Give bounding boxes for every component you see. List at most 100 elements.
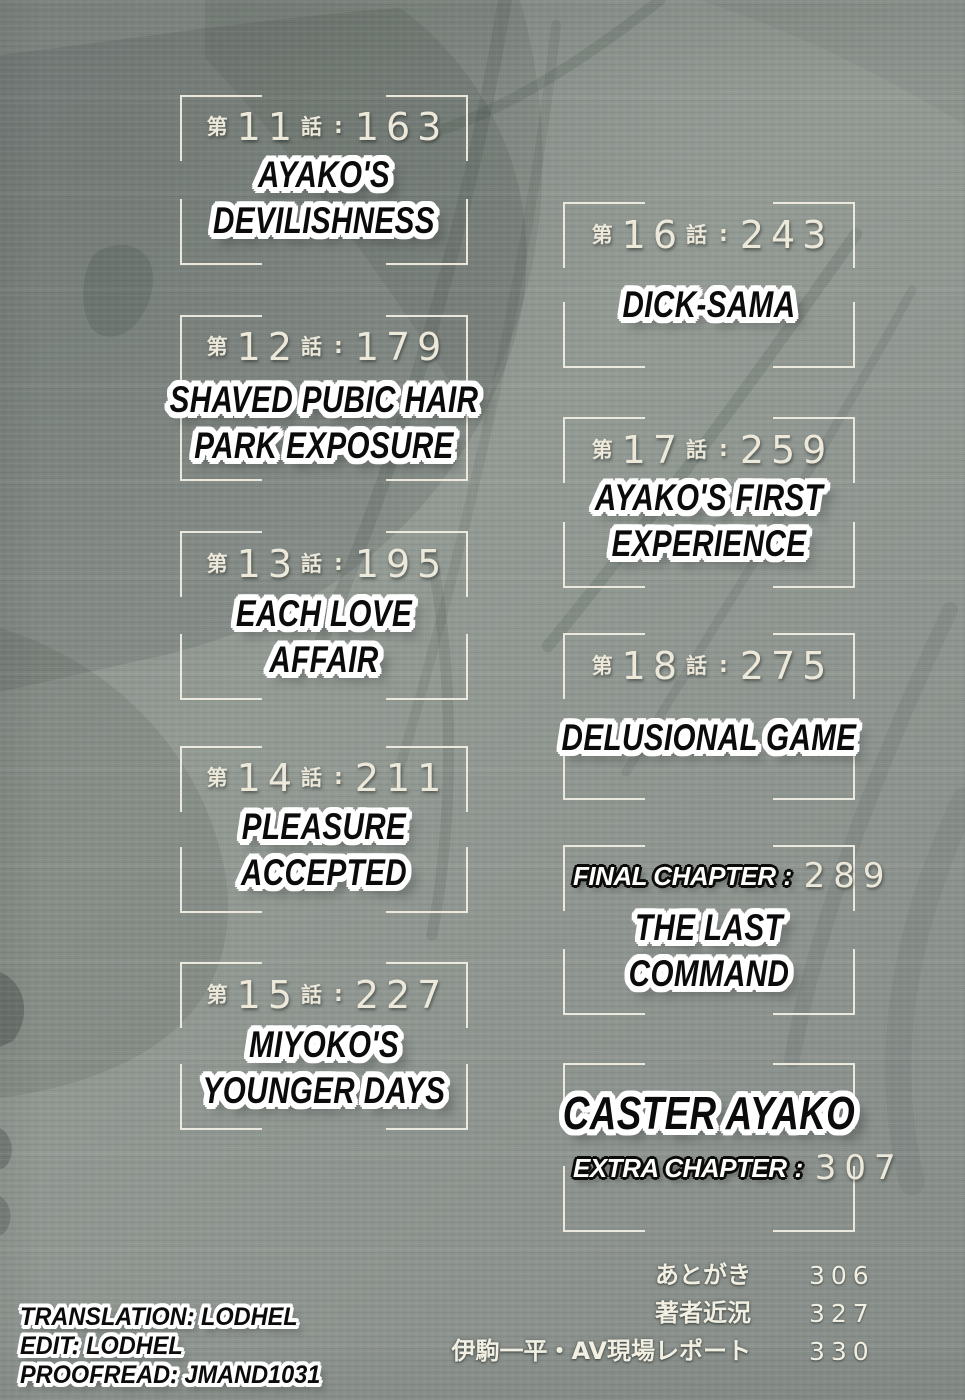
frame-corner-bottom-left bbox=[563, 1166, 645, 1232]
frame-corner-top-right bbox=[386, 746, 468, 812]
frame-corner-bottom-right bbox=[773, 734, 855, 800]
frame-corner-bottom-right bbox=[773, 302, 855, 368]
frame-corner-top-right bbox=[386, 315, 468, 381]
frame-corner-bottom-right bbox=[386, 634, 468, 700]
chapter-suffix-kanji: 話 bbox=[686, 222, 707, 247]
frame-corner-bottom-right bbox=[773, 949, 855, 1015]
frame-corner-bottom-left bbox=[180, 415, 262, 481]
chapter-suffix-kanji: 話 bbox=[301, 982, 322, 1007]
chapter-title-line: DELUSIONAL GAME bbox=[561, 717, 857, 758]
chapter-label-line: EXTRA CHAPTER : 307 bbox=[563, 1151, 896, 1185]
frame-corner-top-left bbox=[563, 417, 645, 483]
chapter-title-line: EXPERIENCE bbox=[611, 522, 807, 564]
chapter-page-number: 289 bbox=[803, 856, 893, 896]
frame-corner-top-right bbox=[773, 845, 855, 911]
chapter-title-line: EACH LOVE bbox=[235, 593, 413, 634]
colon-separator: : bbox=[719, 222, 728, 247]
frame-corner-bottom-left bbox=[563, 734, 645, 800]
frame-corner-bottom-right bbox=[773, 1166, 855, 1232]
frame-corner-top-left bbox=[563, 633, 645, 699]
chapter-number-line: 第 12 話 : 179 bbox=[180, 328, 468, 366]
chapter-title-line: SHAVED PUBIC HAIR bbox=[169, 379, 479, 420]
frame-corner-top-left bbox=[563, 202, 645, 268]
frame-corner-top-left bbox=[563, 1063, 645, 1129]
frame-corner-bottom-right bbox=[386, 415, 468, 481]
chapter-suffix-kanji: 話 bbox=[686, 653, 707, 678]
chapter-page-number: 195 bbox=[354, 542, 449, 586]
credit-line: PROOFREAD: JMAND1031 bbox=[20, 1361, 321, 1389]
chapter-number: 11 bbox=[236, 105, 299, 149]
chapter-title-line: PARK EXPOSURE bbox=[194, 424, 454, 466]
back-matter-label: 著者近況 bbox=[655, 1299, 751, 1327]
frame-corner-top-left bbox=[180, 962, 262, 1028]
frame-corner-top-left bbox=[180, 746, 262, 812]
chapter-page-number: 307 bbox=[814, 1148, 904, 1188]
back-matter-row: あとがき 306 bbox=[235, 1256, 869, 1294]
chapter-page-number: 163 bbox=[354, 105, 449, 149]
frame-corner-top-left bbox=[180, 95, 262, 161]
chapter-number: 16 bbox=[621, 213, 684, 257]
frame-corner-top-right bbox=[386, 95, 468, 161]
chapter-title-line: ACCEPTED bbox=[240, 851, 408, 893]
colon-separator: : bbox=[719, 653, 728, 678]
colon-separator: : bbox=[334, 982, 343, 1007]
chapter-number: 14 bbox=[236, 756, 299, 800]
chapter-number-line: 第 11 話 : 163 bbox=[180, 108, 468, 146]
chapter-number: 13 bbox=[236, 542, 299, 586]
chapter-title-line: AYAKO'S bbox=[257, 154, 391, 195]
frame-corner-bottom-left bbox=[563, 522, 645, 588]
frame-corner-bottom-left bbox=[563, 302, 645, 368]
chapter-number: 18 bbox=[621, 644, 684, 688]
colon-separator: : bbox=[783, 861, 792, 891]
chapter-number-line: 第 15 話 : 227 bbox=[180, 976, 468, 1014]
back-matter-page: 327 bbox=[809, 1298, 875, 1328]
frame-corner-top-right bbox=[773, 1063, 855, 1129]
chapter-suffix-kanji: 話 bbox=[301, 765, 322, 790]
colon-separator: : bbox=[334, 765, 343, 790]
chapter-title-line: AFFAIR bbox=[269, 638, 379, 680]
frame-corner-bottom-left bbox=[180, 847, 262, 913]
chapter-page-number: 227 bbox=[354, 973, 449, 1017]
frame-corner-top-right bbox=[386, 531, 468, 597]
chapter-number: 12 bbox=[236, 325, 299, 369]
chapter-title-line: THE LAST bbox=[635, 907, 783, 948]
back-matter-row: 著者近況 327 bbox=[235, 1294, 869, 1332]
frame-corner-top-right bbox=[773, 633, 855, 699]
chapter-title-line: CASTER AYAKO bbox=[562, 1087, 856, 1139]
chapter-block: 第 18 話 : 275 DELUSIONAL GAME bbox=[562, 633, 856, 800]
chapter-title: DELUSIONAL GAME bbox=[453, 715, 965, 761]
colon-separator: : bbox=[334, 334, 343, 359]
chapter-suffix-kanji: 話 bbox=[686, 437, 707, 462]
frame-corner-bottom-left bbox=[180, 634, 262, 700]
chapter-block: 第 16 話 : 243 DICK-SAMA bbox=[563, 202, 855, 368]
chapter-title-line: DICK-SAMA bbox=[622, 284, 796, 325]
back-matter-label: 伊駒一平・AV現場レポート bbox=[451, 1337, 751, 1365]
chapter-page-number: 275 bbox=[739, 644, 834, 688]
chapter-label-line: FINAL CHAPTER : 289 bbox=[563, 859, 885, 893]
colon-separator: : bbox=[334, 114, 343, 139]
frame-corner-bottom-left bbox=[563, 949, 645, 1015]
chapter-title-line: YOUNGER DAYS bbox=[202, 1069, 446, 1111]
chapter-suffix-kanji: 話 bbox=[301, 551, 322, 576]
chapter-title: CASTER AYAKO bbox=[453, 1087, 965, 1140]
chapter-prefix-kanji: 第 bbox=[206, 334, 228, 359]
chapter-number-line: 第 18 話 : 275 bbox=[563, 647, 855, 685]
chapter-prefix-kanji: 第 bbox=[591, 222, 613, 247]
chapter-number-line: 第 17 話 : 259 bbox=[563, 431, 855, 469]
frame-corner-bottom-right bbox=[386, 1064, 468, 1130]
frame-corner-top-left bbox=[180, 315, 262, 381]
chapter-page-number: 179 bbox=[354, 325, 449, 369]
chapter-title: DICK-SAMA bbox=[453, 282, 965, 328]
back-matter-page: 306 bbox=[809, 1260, 875, 1290]
back-matter-label: あとがき bbox=[655, 1261, 751, 1289]
